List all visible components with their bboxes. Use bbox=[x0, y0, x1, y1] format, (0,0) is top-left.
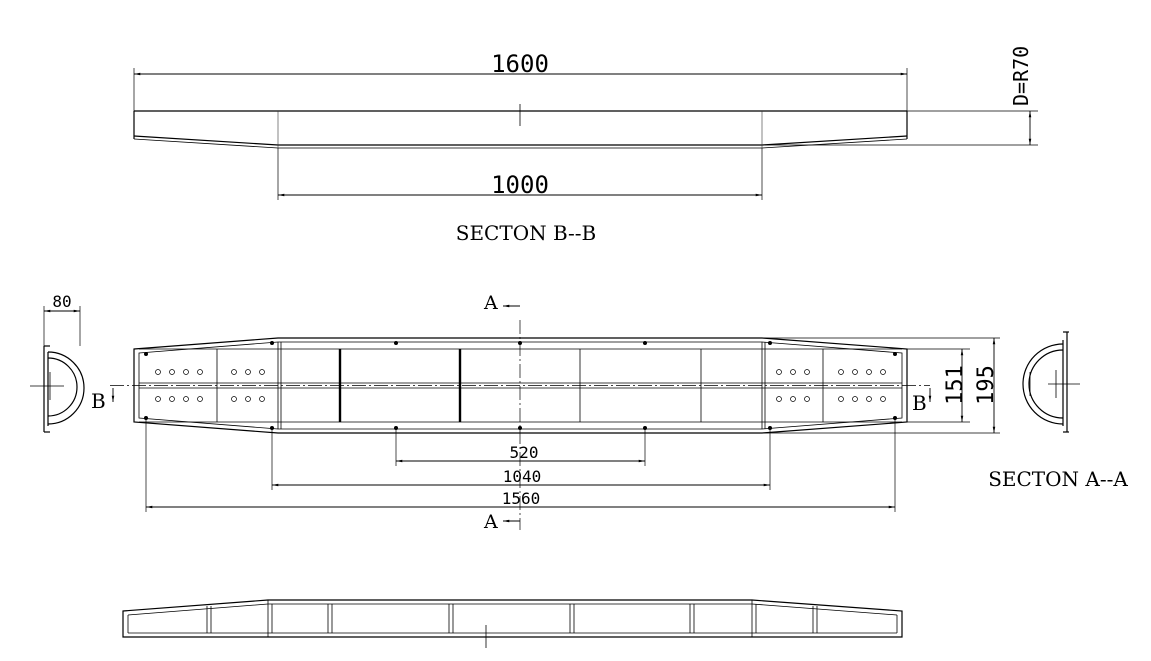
mount-point bbox=[144, 352, 148, 356]
bolt-hole bbox=[245, 396, 251, 402]
bolt-hole bbox=[231, 369, 237, 375]
mount-point bbox=[518, 426, 522, 430]
right-half-pipe-inner bbox=[1028, 349, 1064, 419]
dim-195-text: 195 bbox=[974, 365, 999, 405]
dim-1000-text: 1000 bbox=[491, 171, 549, 199]
beam-bottom-profile-inner bbox=[133, 138, 908, 149]
mount-point bbox=[768, 341, 772, 345]
bolt-hole bbox=[259, 369, 265, 375]
hole-group-right bbox=[776, 369, 886, 402]
beam-bottom-profile bbox=[133, 135, 908, 146]
dim-1560-text: 1560 bbox=[502, 489, 541, 508]
section-mark-a-top: A bbox=[483, 292, 498, 314]
bolt-hole bbox=[776, 369, 782, 375]
hole-group-left bbox=[155, 369, 265, 402]
dim-520-text: 520 bbox=[510, 443, 539, 462]
dim-80-text: 80 bbox=[52, 292, 71, 311]
dim-1600-text: 1600 bbox=[491, 50, 549, 78]
mount-point bbox=[394, 341, 398, 345]
right-half-pipe-outer bbox=[1022, 343, 1064, 425]
section-mark-a-bottom: A bbox=[483, 511, 498, 533]
plan-view: A A B B 151 195 520 1040 1560 bbox=[91, 292, 1000, 533]
bottom-elevation-view bbox=[122, 599, 903, 648]
bolt-hole bbox=[183, 396, 189, 402]
elevation-outline bbox=[122, 599, 903, 638]
dim-r70-text: D=R70 bbox=[1009, 46, 1033, 106]
left-half-pipe-outer bbox=[47, 351, 85, 425]
dim-1040-text: 1040 bbox=[503, 467, 542, 486]
bolt-hole bbox=[259, 396, 265, 402]
section-b-view: 1600 1000 D=R70 SECTON B--B bbox=[133, 46, 1038, 245]
section-a-title: SECTON A--A bbox=[988, 467, 1128, 491]
left-half-pipe-inner bbox=[47, 357, 78, 417]
section-a-right-view: SECTON A--A bbox=[988, 331, 1128, 491]
bolt-hole bbox=[866, 369, 872, 375]
section-mark-b-left: B bbox=[91, 389, 106, 413]
section-a-left-view: 80 bbox=[30, 292, 85, 433]
bolt-hole bbox=[155, 396, 161, 402]
mount-point bbox=[518, 341, 522, 345]
bolt-hole bbox=[852, 369, 858, 375]
bolt-hole bbox=[880, 396, 886, 402]
bolt-hole bbox=[245, 369, 251, 375]
bolt-hole bbox=[790, 396, 796, 402]
bolt-hole bbox=[169, 369, 175, 375]
section-mark-b-right: B bbox=[912, 391, 927, 415]
mounting-points bbox=[144, 341, 897, 430]
bolt-hole bbox=[231, 396, 237, 402]
section-b-title: SECTON B--B bbox=[456, 221, 596, 245]
bolt-hole bbox=[838, 396, 844, 402]
mount-point bbox=[893, 352, 897, 356]
bolt-hole bbox=[790, 369, 796, 375]
bolt-hole bbox=[197, 369, 203, 375]
bolt-hole bbox=[155, 369, 161, 375]
bolt-hole bbox=[880, 369, 886, 375]
dim-151-text: 151 bbox=[943, 365, 968, 405]
bolt-hole bbox=[804, 396, 810, 402]
bolt-hole bbox=[183, 369, 189, 375]
bolt-hole bbox=[197, 396, 203, 402]
elevation-inner-top bbox=[127, 603, 898, 616]
bolt-hole bbox=[776, 396, 782, 402]
bolt-hole bbox=[838, 369, 844, 375]
bolt-hole bbox=[804, 369, 810, 375]
mount-point bbox=[643, 341, 647, 345]
mount-point bbox=[270, 341, 274, 345]
bolt-hole bbox=[852, 396, 858, 402]
bolt-hole bbox=[169, 396, 175, 402]
bolt-hole bbox=[866, 396, 872, 402]
